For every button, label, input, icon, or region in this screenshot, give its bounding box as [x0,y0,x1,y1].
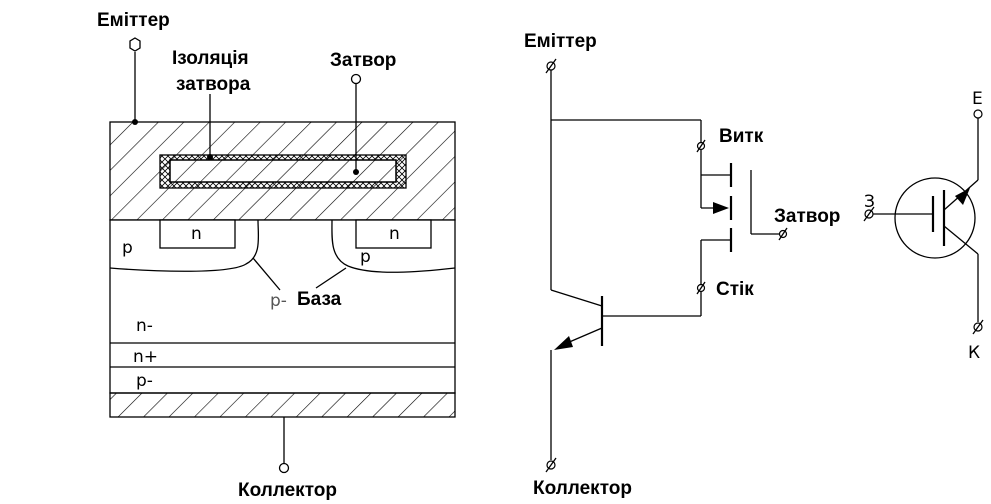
igbt-symbol-circle [894,177,976,259]
symbol-emitter-label: Е [972,89,983,109]
n-well-right-label: n [389,224,400,244]
collector-label: Коллектор [238,480,337,501]
source-label: Витк [719,126,764,147]
collector-terminal [278,462,290,474]
semiconductor-body [109,219,456,394]
gate-insulation-label-2: затвора [176,74,251,95]
p-region-right-boundary [331,219,456,273]
gate-insulation-label-1: Ізоляція [172,48,249,69]
p-region-left-boundary [109,219,260,272]
circuit-emitter-label: Еміттер [524,31,597,52]
gate-terminal [350,73,362,85]
emitter-terminal [129,37,141,52]
base-label: База [297,289,342,310]
equivalent-circuit: Еміттер Витк Затвор Стік [524,31,840,499]
n-minus-label: n- [136,316,153,336]
emitter-label: Еміттер [97,10,170,31]
p-minus-layer-label: p- [136,371,153,391]
p-region-right-label: p [360,247,371,267]
n-plus-label: n+ [133,347,158,367]
n-well-left-label: n [191,224,202,244]
igbt-symbol: Е К З [863,89,984,363]
n-well-right [355,219,432,249]
p-region-left-label: p [122,238,133,258]
circuit-gate-label: Затвор [774,206,840,227]
p-minus-label: p- [270,291,287,311]
collector-metal-layer [109,392,456,418]
circuit-collector-label: Коллектор [533,478,632,499]
symbol-gate-label: З [864,192,875,212]
n-well-left [159,219,236,249]
cross-section: Еміттер Ізоляція затвора Затвор n n p p … [97,10,456,501]
gate-label: Затвор [330,50,396,71]
symbol-collector-label: К [968,343,980,363]
drain-label: Стік [716,279,754,300]
